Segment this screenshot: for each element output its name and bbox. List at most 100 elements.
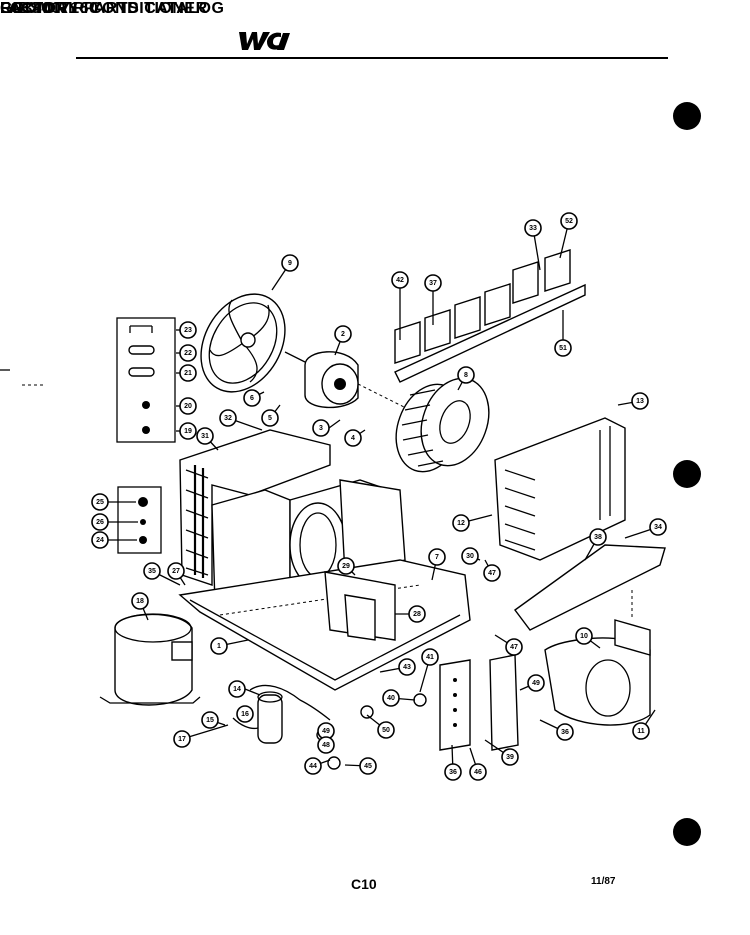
- callout-number: 5: [268, 415, 272, 422]
- callout-circle: [236, 705, 254, 723]
- callout-number: 12: [457, 520, 465, 527]
- callout-number: 49: [322, 728, 330, 735]
- callout-number: 36: [449, 769, 457, 776]
- edge-marks: [0, 369, 45, 386]
- callout-circle: [501, 748, 519, 766]
- callout-24: 24: [91, 531, 109, 549]
- callout-circle: [179, 344, 197, 362]
- callout-number: 37: [429, 280, 437, 287]
- callout-circle: [359, 757, 377, 775]
- callout-number: 21: [184, 370, 192, 377]
- callout-number: 25: [96, 499, 104, 506]
- callout-circle: [344, 429, 362, 447]
- callout-39: 39: [501, 748, 519, 766]
- callout-31: 31: [196, 427, 214, 445]
- callout-circle: [91, 531, 109, 549]
- left-parts-box: [116, 317, 176, 443]
- callout-circle: [457, 366, 475, 384]
- callout-circle: [575, 627, 593, 645]
- callout-42: 42: [391, 271, 409, 289]
- callout-number: 35: [148, 568, 156, 575]
- callout-circle: [167, 562, 185, 580]
- callout-circle: [337, 557, 355, 575]
- fan-blade: [200, 293, 286, 393]
- callout-circle: [91, 513, 109, 531]
- callout-36: 36: [444, 763, 462, 781]
- callout-19: 19: [179, 422, 197, 440]
- callout-11: 11: [632, 722, 650, 740]
- callout-15: 15: [201, 711, 219, 729]
- callout-number: 19: [184, 428, 192, 435]
- louver-assembly: [394, 249, 586, 383]
- callout-number: 8: [464, 372, 468, 379]
- callout-40: 40: [382, 689, 400, 707]
- compressor: [99, 613, 201, 706]
- callout-number: 28: [413, 611, 421, 618]
- callout-45: 45: [359, 757, 377, 775]
- callout-52: 52: [560, 212, 578, 230]
- callout-9: 9: [281, 254, 299, 272]
- callout-32: 32: [219, 409, 237, 427]
- callout-number: 16: [241, 711, 249, 718]
- callout-circle: [243, 389, 261, 407]
- callout-circle: [317, 736, 335, 754]
- callout-22: 22: [179, 344, 197, 362]
- callout-circle: [179, 422, 197, 440]
- callout-number: 1: [217, 643, 221, 650]
- callout-circle: [649, 518, 667, 536]
- callout-number: 32: [224, 415, 232, 422]
- callout-number: 15: [206, 717, 214, 724]
- callout-circle: [632, 722, 650, 740]
- callout-circle: [461, 547, 479, 565]
- callout-43: 43: [398, 658, 416, 676]
- callout-circle: [424, 274, 442, 292]
- callout-number: 50: [382, 727, 390, 734]
- callout-number: 49: [532, 680, 540, 687]
- callout-44: 44: [304, 757, 322, 775]
- binder-hole-middle: [673, 460, 701, 488]
- callout-13: 13: [631, 392, 649, 410]
- callout-25: 25: [91, 493, 109, 511]
- callout-number: 11: [637, 728, 645, 735]
- callout-28: 28: [408, 605, 426, 623]
- callout-number: 48: [322, 742, 330, 749]
- callout-4: 4: [344, 429, 362, 447]
- callout-number: 20: [184, 403, 192, 410]
- callout-circle: [201, 711, 219, 729]
- callout-circle: [524, 219, 542, 237]
- callout-number: 41: [426, 654, 434, 661]
- callout-48: 48: [317, 736, 335, 754]
- callout-number: 6: [250, 395, 254, 402]
- callout-2: 2: [334, 325, 352, 343]
- callout-circle: [304, 757, 322, 775]
- callout-circle: [421, 648, 439, 666]
- callout-number: 39: [506, 754, 514, 761]
- callout-20: 20: [179, 397, 197, 415]
- callout-47: 47: [483, 564, 501, 582]
- page-reference: C10: [351, 876, 377, 892]
- callout-circle: [219, 409, 237, 427]
- callout-number: 45: [364, 763, 372, 770]
- callout-14: 14: [228, 680, 246, 698]
- callout-number: 47: [510, 644, 518, 651]
- callout-number: 14: [233, 686, 241, 693]
- callout-circle: [179, 397, 197, 415]
- callout-number: 9: [288, 260, 292, 267]
- callout-circle: [210, 637, 228, 655]
- callout-number: 26: [96, 519, 104, 526]
- callout-circle: [505, 638, 523, 656]
- callout-circle: [589, 528, 607, 546]
- catalog-date: 11/87: [591, 876, 616, 887]
- callout-circle: [173, 730, 191, 748]
- callout-38: 38: [589, 528, 607, 546]
- callout-number: 43: [403, 664, 411, 671]
- fan-motor: [284, 351, 411, 411]
- callout-number: 44: [309, 763, 317, 770]
- callout-number: 51: [559, 345, 567, 352]
- callout-circle: [444, 763, 462, 781]
- callout-circle: [398, 658, 416, 676]
- callout-18: 18: [131, 592, 149, 610]
- callout-number: 4: [351, 435, 355, 442]
